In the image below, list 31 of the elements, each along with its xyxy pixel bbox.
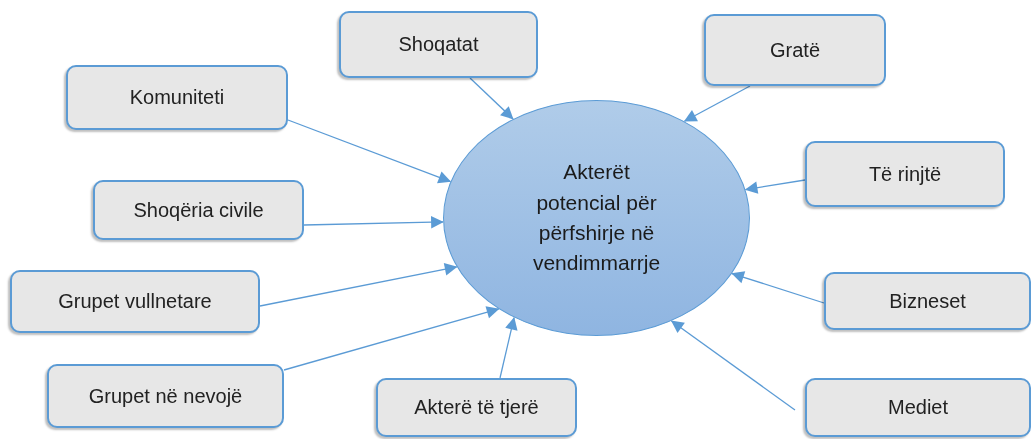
arrow bbox=[259, 263, 458, 307]
node-label: Akterët potencial për përfshirje në vendimmarrje bbox=[531, 159, 662, 277]
arrow bbox=[303, 215, 444, 229]
actor-box bbox=[824, 272, 1031, 330]
arrow bbox=[287, 119, 452, 184]
actor-box bbox=[93, 180, 304, 240]
arrow bbox=[499, 316, 518, 379]
node-label: Shoqatat bbox=[398, 33, 479, 56]
arrow bbox=[731, 271, 825, 304]
node-label: Gratë bbox=[770, 38, 820, 62]
actor-box bbox=[704, 14, 886, 86]
actor-box bbox=[10, 270, 260, 333]
arrow bbox=[683, 85, 751, 122]
node-label: Grupet vullnetare bbox=[58, 290, 212, 313]
arrow bbox=[670, 320, 796, 411]
node-label: Grupet në nevojë bbox=[88, 384, 243, 408]
arrow bbox=[283, 306, 500, 371]
actor-box bbox=[805, 378, 1031, 437]
actor-box bbox=[805, 141, 1005, 207]
node-label: Akterë të tjerë bbox=[414, 396, 539, 419]
node-label: Bizneset bbox=[889, 289, 966, 313]
arrow bbox=[469, 77, 514, 120]
node-label: Të rinjtë bbox=[868, 162, 942, 186]
actor-box bbox=[66, 65, 288, 130]
arrow bbox=[744, 179, 806, 194]
node-label: Shoqëria civile bbox=[133, 198, 264, 222]
actor-box bbox=[47, 364, 284, 428]
node-label: Mediet bbox=[888, 396, 948, 419]
actor-box bbox=[376, 378, 577, 437]
actor-box bbox=[339, 11, 538, 78]
node-label: Komuniteti bbox=[129, 86, 225, 109]
